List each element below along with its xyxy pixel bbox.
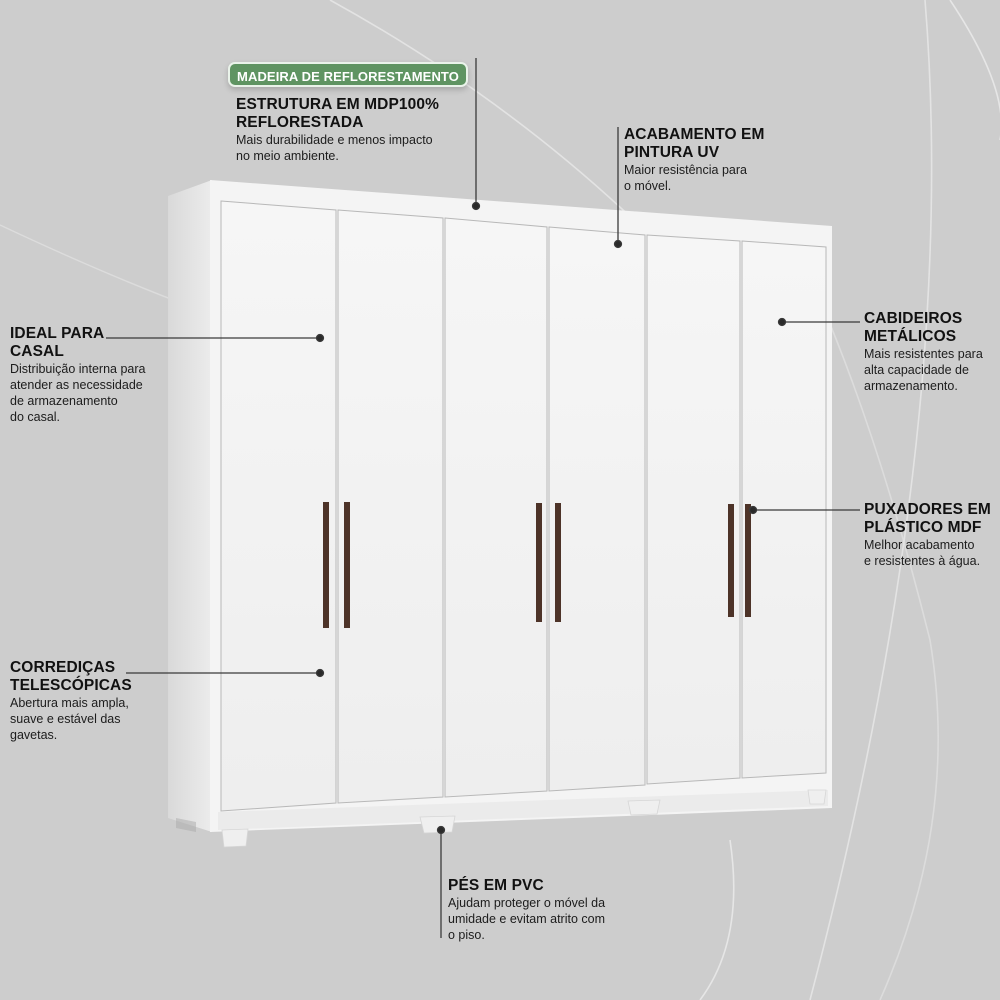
marker-dot-icon [748,505,758,515]
reforestation-badge: MADEIRA DE REFLORESTAMENTO [228,62,468,87]
door-1 [220,200,337,812]
callout-title: ACABAMENTO EM PINTURA UV [624,126,765,161]
foot-right [807,789,827,805]
callout-title: CORREDIÇAS TELESCÓPICAS [10,659,132,694]
callout-description: Distribuição interna para atender as nec… [10,362,146,424]
callout-title: ESTRUTURA EM MDP100% REFLORESTADA [236,96,439,131]
door-3 [444,217,548,798]
handle-icon [323,502,329,628]
callout-acabamento: ACABAMENTO EM PINTURA UV Maior resistênc… [624,126,794,194]
door-4 [548,226,646,792]
door-5 [646,234,741,785]
foot-mid-back [627,799,661,816]
handle-icon [728,504,734,617]
callout-corredicas: CORREDIÇAS TELESCÓPICAS Abertura mais am… [10,659,180,743]
callout-cabideiros: CABIDEIROS METÁLICOS Mais resistentes pa… [864,310,1000,394]
callout-estrutura: ESTRUTURA EM MDP100% REFLORESTADA Mais d… [236,96,466,164]
door-2 [337,209,444,804]
callout-description: Abertura mais ampla, suave e estável das… [10,696,129,742]
callout-description: Mais durabilidade e menos impacto no mei… [236,133,433,163]
wardrobe-doors [220,200,827,812]
handle-icon [745,504,751,617]
marker-dot-icon [777,317,787,327]
callout-description: Maior resistência para o móvel. [624,163,747,193]
callout-title: PÉS EM PVC [448,877,544,894]
handle-icon [536,503,542,622]
callout-puxadores: PUXADORES EM PLÁSTICO MDF Melhor acabame… [864,501,1000,569]
marker-dot-icon [315,333,325,343]
marker-dot-icon [436,825,446,835]
callout-title: IDEAL PARA CASAL [10,325,105,360]
callout-description: Ajudam proteger o móvel da umidade e evi… [448,896,606,942]
callout-ideal-casal: IDEAL PARA CASAL Distribuição interna pa… [10,325,180,425]
wardrobe-side-panel [168,180,212,832]
callout-pes-pvc: PÉS EM PVC Ajudam proteger o móvel da um… [448,877,648,943]
wardrobe-handles [323,502,751,628]
wardrobe-feet [221,789,827,848]
handle-icon [555,503,561,622]
marker-dot-icon [315,668,325,678]
marker-dot-icon [471,201,481,211]
foot-mid-front [419,815,456,834]
callout-description: Melhor acabamento e resistentes à água. [864,538,981,568]
handle-icon [344,502,350,628]
marker-dot-icon [613,239,623,249]
callout-title: PUXADORES EM PLÁSTICO MDF [864,501,991,536]
foot-left [221,828,249,848]
callout-description: Mais resistentes para alta capacidade de… [864,347,983,393]
callout-title: CABIDEIROS METÁLICOS [864,310,963,345]
